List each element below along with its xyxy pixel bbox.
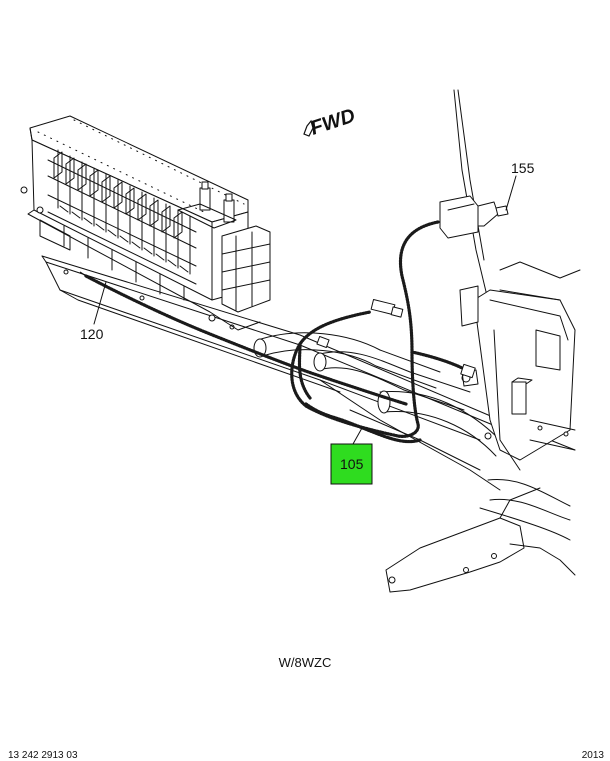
forward-arrow-icon — [303, 119, 314, 137]
harness-120 — [79, 271, 408, 406]
figure-caption: W/8WZC — [278, 655, 332, 670]
fwd-label: FWD — [308, 105, 358, 140]
relay-bank — [47, 149, 197, 301]
cab-structure — [453, 89, 581, 471]
harness-connectors — [316, 298, 476, 379]
callout-105-label: 105 — [340, 456, 364, 472]
callout-120: 120 — [80, 281, 107, 342]
callout-155-label: 155 — [511, 160, 535, 176]
fuse-relay-panel — [20, 115, 271, 331]
mounting-bracket — [385, 487, 576, 593]
footer-left: 13 242 2913 03 — [8, 750, 78, 761]
callout-155: 155 — [505, 160, 535, 211]
stud-terminals — [177, 181, 237, 229]
tubing — [253, 332, 571, 541]
forward-indicator: FWD — [303, 105, 358, 140]
footer-right: 2013 — [581, 750, 604, 761]
side-relay-stack — [221, 225, 271, 313]
callout-105: 105 — [330, 427, 373, 485]
callout-105-highlight — [330, 443, 373, 485]
connector-155 — [439, 195, 509, 239]
callout-120-label: 120 — [80, 326, 104, 342]
